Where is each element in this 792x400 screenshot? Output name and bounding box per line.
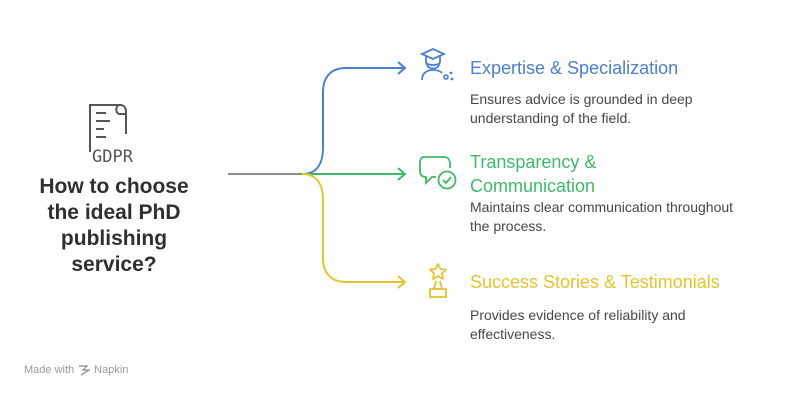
description-transparency: Maintains clear communication throughout… xyxy=(470,198,770,236)
description-expertise: Ensures advice is grounded in deep under… xyxy=(470,90,770,128)
description-line: the process. xyxy=(470,218,547,234)
heading-line: Transparency & xyxy=(470,152,597,172)
branch-arrow-expertise xyxy=(397,61,407,75)
description-line: effectiveness. xyxy=(470,326,556,342)
heading-line: Communication xyxy=(470,176,596,196)
branch-line-success xyxy=(301,173,404,283)
heading-line: Success Stories & Testimonials xyxy=(470,272,720,292)
gdpr-scroll-icon: GDPR xyxy=(89,104,134,167)
heading-transparency: Transparency & Communication xyxy=(470,150,596,198)
description-line: Ensures advice is grounded in deep xyxy=(470,91,693,107)
heading-line: Expertise & Specialization xyxy=(470,58,679,78)
description-line: understanding of the field. xyxy=(470,110,632,126)
napkin-logo-icon xyxy=(79,365,91,376)
branch-line-expertise xyxy=(301,67,404,175)
graduate-icon xyxy=(419,48,454,81)
title-line: service? xyxy=(71,253,157,276)
footer-brand: Napkin xyxy=(94,364,129,376)
branch-arrow-transparency xyxy=(397,167,407,181)
description-line: Provides evidence of reliability and xyxy=(470,307,686,323)
trophy-star-icon xyxy=(429,263,447,298)
heading-success: Success Stories & Testimonials xyxy=(470,270,720,294)
diagram-title: How to choose the ideal PhD publishing s… xyxy=(14,174,214,278)
gdpr-label: GDPR xyxy=(92,147,134,167)
chat-check-icon xyxy=(419,156,457,190)
branch-arrow-success xyxy=(397,275,407,289)
description-success: Provides evidence of reliability and eff… xyxy=(470,306,770,344)
title-line: publishing xyxy=(60,227,168,250)
title-line: the ideal PhD xyxy=(47,201,181,224)
footer-prefix: Made with xyxy=(24,364,75,376)
title-line: How to choose xyxy=(39,175,189,198)
heading-expertise: Expertise & Specialization xyxy=(470,56,678,80)
description-line: Maintains clear communication throughout xyxy=(470,199,734,215)
made-with-napkin-badge[interactable]: Made with Napkin xyxy=(24,364,128,376)
